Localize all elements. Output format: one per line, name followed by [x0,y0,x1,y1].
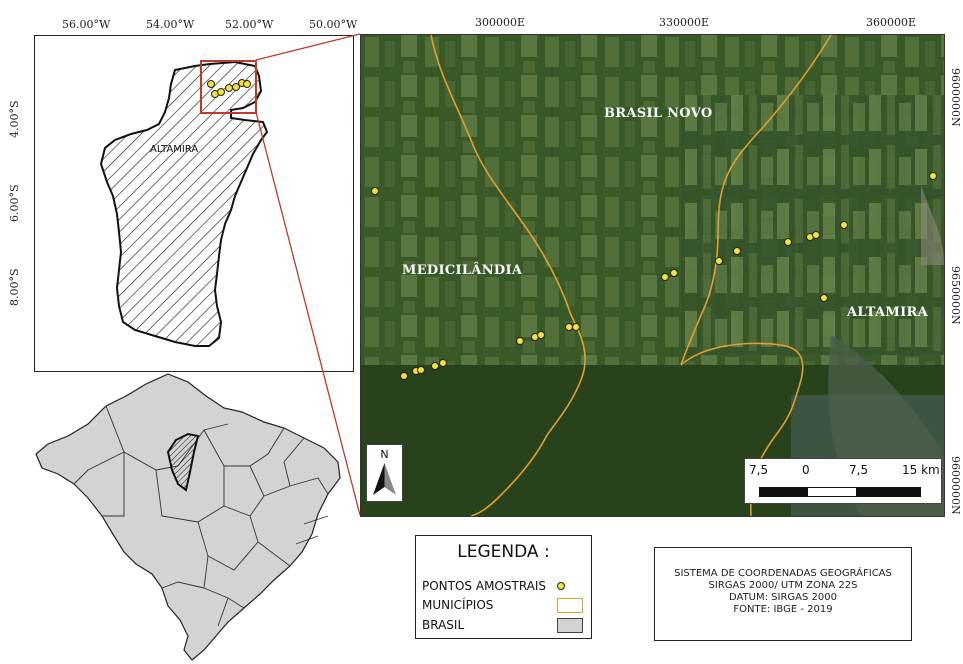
scale-label: 7,5 [849,463,869,477]
altamira-municipality-shape [99,60,269,347]
altamira-inset-svg [99,60,269,347]
inset-lon-tick: 54.00°W [146,18,195,31]
sample-point [733,247,741,255]
sample-point [812,231,820,239]
sample-point [572,323,580,331]
inset-lon-tick: 50.00°W [309,18,358,31]
altamira-label: ALTAMIRA [847,305,928,320]
coordinate-info-box: SISTEMA DE COORDENADAS GEOGRÁFICAS SIRGA… [654,547,912,641]
sample-point [715,257,723,265]
info-line: SIRGAS 2000/ UTM ZONA 22S [708,580,858,591]
brasil-novo-label: BRASIL NOVO [604,106,713,121]
sample-points [371,172,937,380]
info-line: FONTE: IBGE - 2019 [733,604,833,615]
sample-point [661,273,669,281]
inset-sample-points [207,79,251,98]
altamira-inset-map: ALTAMIRA [34,35,354,372]
legend-label: PONTOS AMOSTRAIS [422,579,547,593]
sample-point [820,294,828,302]
sample-point [784,238,792,246]
scale-label: 7,5 [749,463,769,477]
main-y-tick: 9650000N [949,266,962,325]
main-x-tick: 360000E [866,16,917,29]
medicilandia-label: MEDICILÂNDIA [402,263,523,278]
sample-point [431,362,439,370]
inset-lon-tick: 52.00°W [225,18,274,31]
inset-altamira-label: ALTAMIRA [150,144,199,155]
legend-item-brasil: BRASIL [422,618,464,632]
north-arrow: N [366,444,403,502]
sample-point [400,372,408,380]
scale-label: 15 km [902,463,940,477]
zoom-extent-rect [200,60,257,114]
north-arrow-label: N [380,448,389,461]
sample-point-icon [557,582,565,590]
legend-item-municipios: MUNICÍPIOS [422,598,493,612]
legend: LEGENDA : PONTOS AMOSTRAIS MUNICÍPIOS BR… [415,535,592,639]
legend-item-sample-points: PONTOS AMOSTRAIS [422,579,546,593]
sample-point [565,323,573,331]
brazil-altamira-highlight [166,432,200,492]
scale-bar: 7,5 0 7,5 15 km [744,458,942,504]
sample-point [516,337,524,345]
municipio-border-icon [557,598,583,613]
brazil-state-borders [73,405,329,627]
main-x-tick: 330000E [659,16,710,29]
sample-point [537,331,545,339]
main-y-tick: 9600000N [949,68,962,127]
north-arrow-icon [373,463,396,495]
scale-bar-graphic [759,487,921,497]
sample-point [417,366,425,374]
sample-point [929,172,937,180]
legend-title: LEGENDA : [457,542,550,562]
main-y-tick: 9600000N [949,456,962,515]
sample-point [439,359,447,367]
inset-lon-tick: 56.00°W [62,18,111,31]
sample-point [670,269,678,277]
brazil-shape [35,373,341,661]
scale-label: 0 [802,463,810,477]
main-x-tick: 300000E [475,16,526,29]
satellite-map: BRASIL NOVO MEDICILÂNDIA ALTAMIRA N 7,5 … [360,34,945,517]
sample-point [840,221,848,229]
info-line: DATUM: SIRGAS 2000 [728,592,837,603]
sample-point [371,187,379,195]
legend-label: BRASIL [422,618,465,632]
brazil-map [35,373,341,661]
info-line: SISTEMA DE COORDENADAS GEOGRÁFICAS [674,568,892,579]
legend-label: MUNICÍPIOS [422,598,494,612]
brasil-fill-icon [557,618,583,633]
